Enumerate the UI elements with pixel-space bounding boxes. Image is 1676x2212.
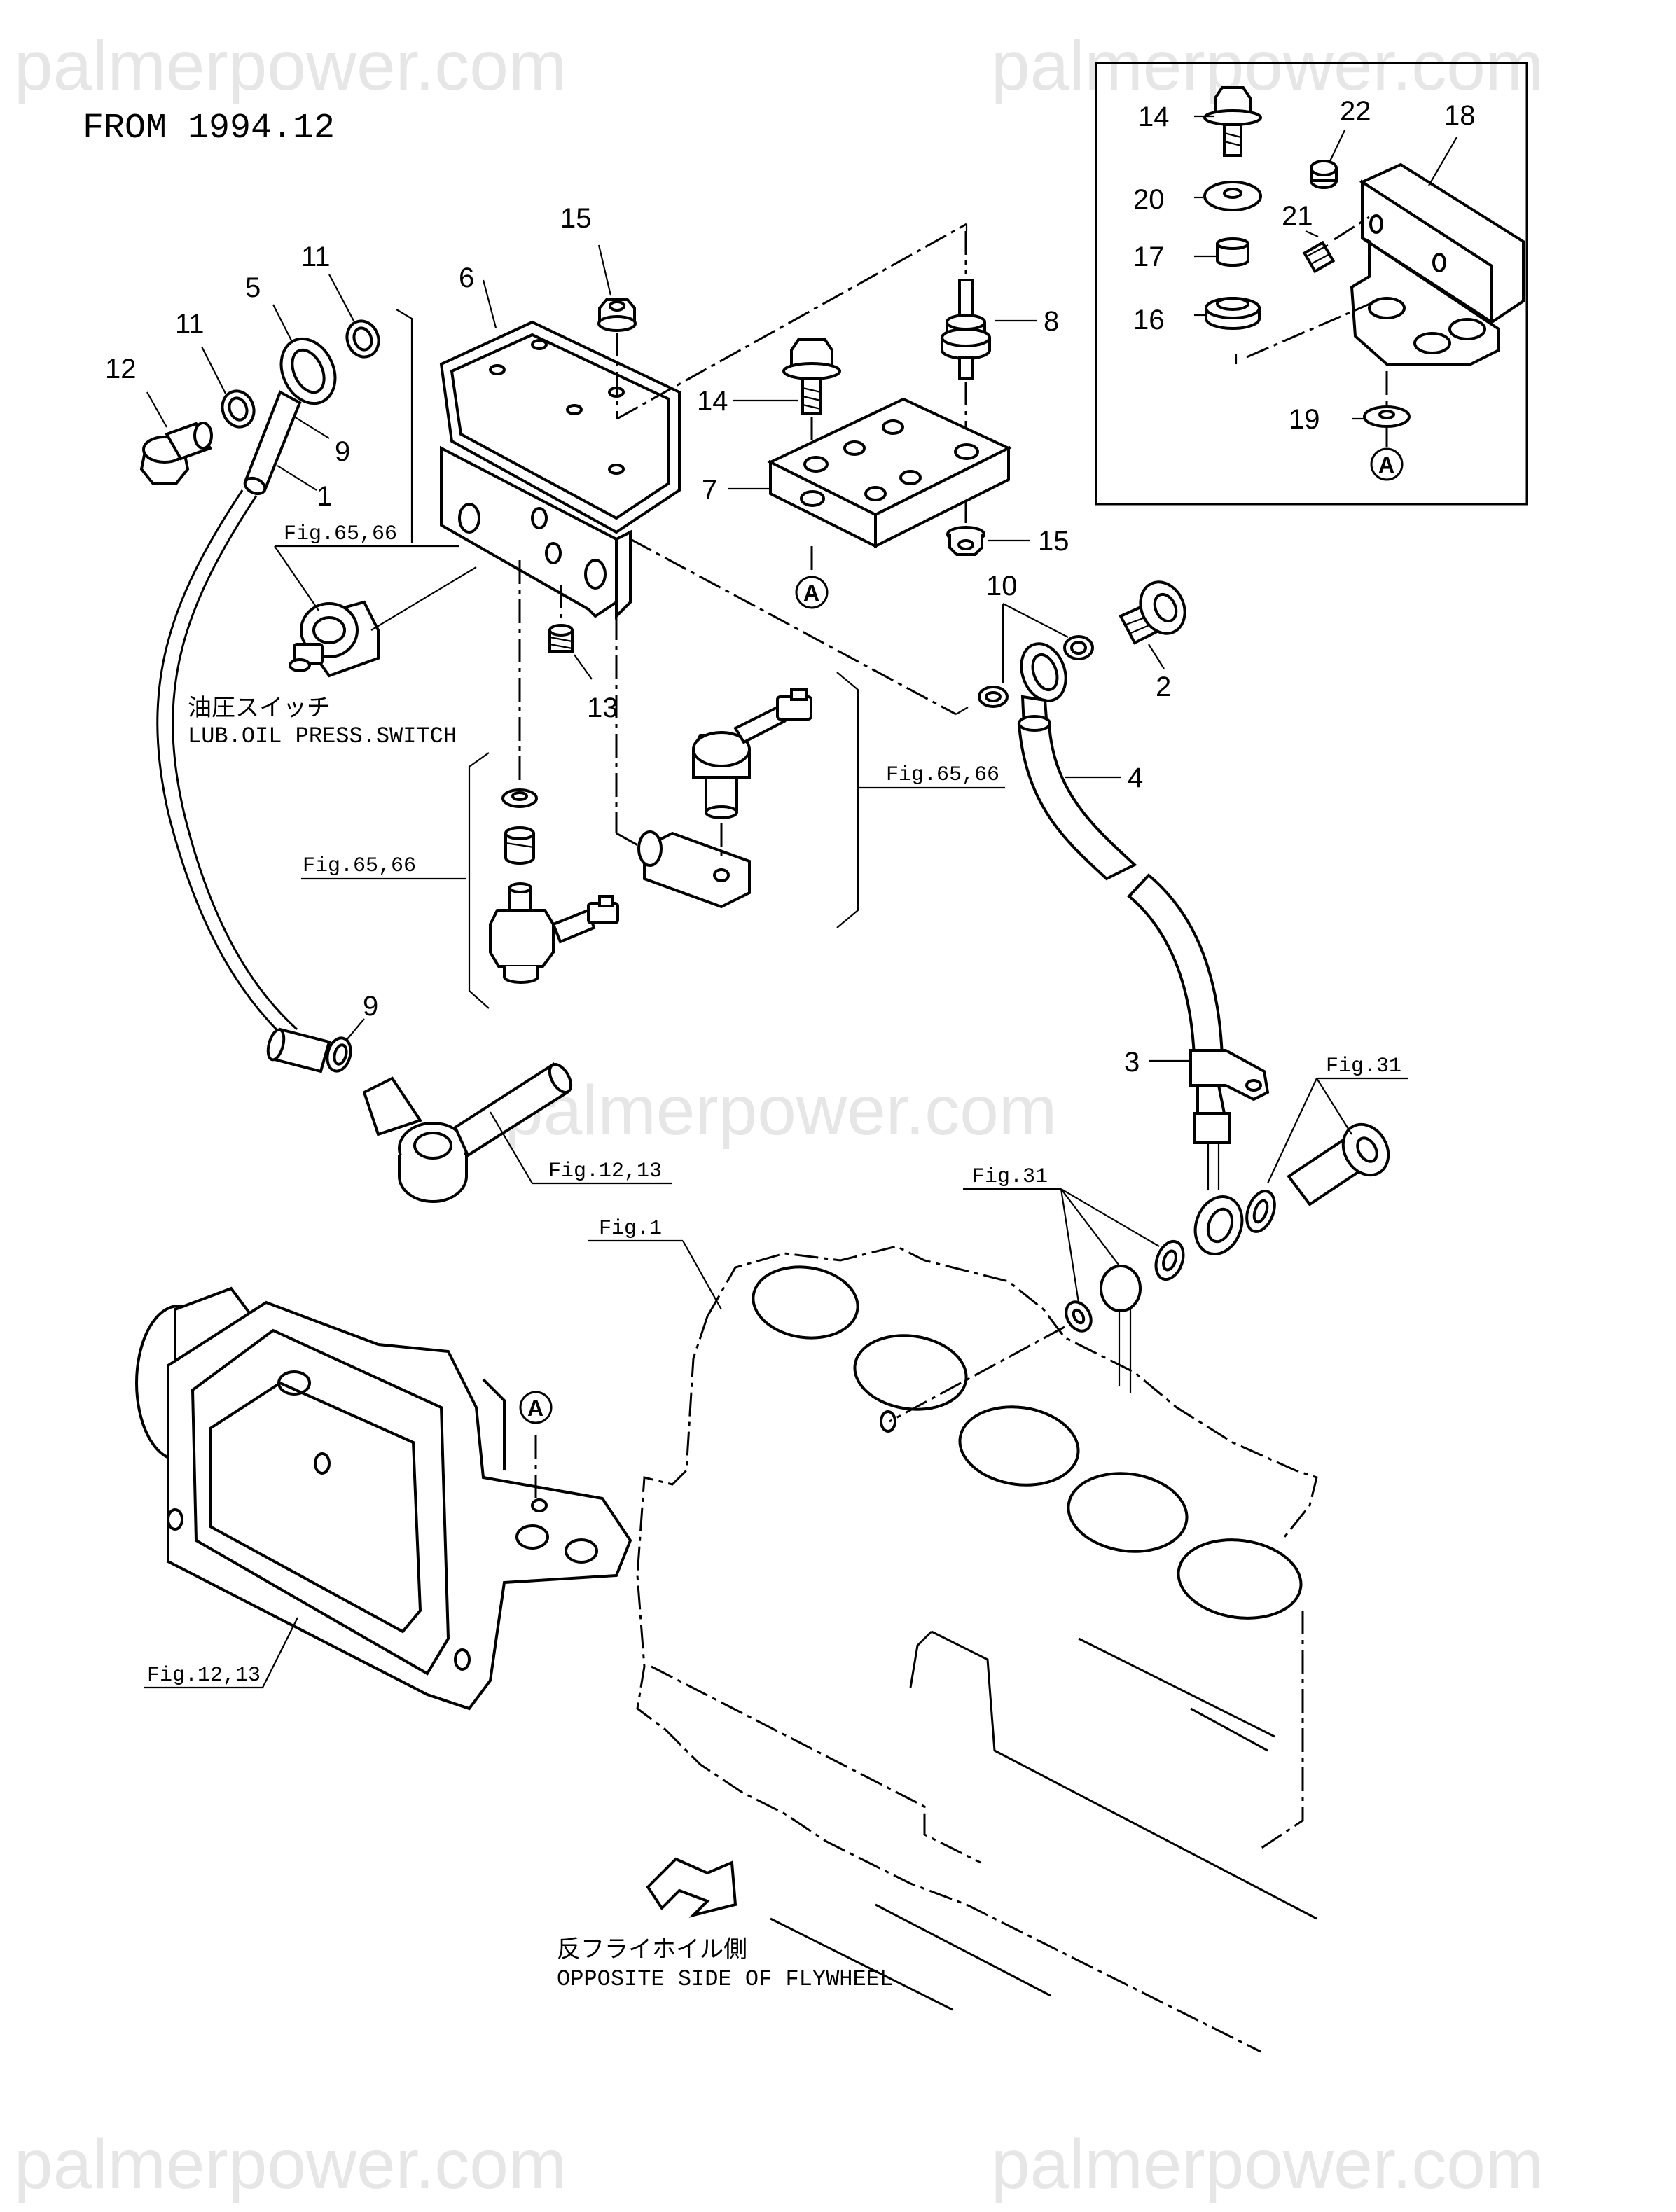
detail-inset: 14 20 17 16 22 (1095, 62, 1528, 506)
washer-fig31-right (1245, 1190, 1276, 1233)
figref-31-left: Fig.31 (972, 1165, 1048, 1189)
sensor-adapter (504, 826, 535, 865)
sleeve-9-lower (266, 1027, 352, 1073)
callout-5: 5 (245, 272, 261, 303)
eye-joint-lower (362, 1062, 573, 1203)
callout-11-left: 11 (175, 309, 205, 340)
callout-6: 6 (459, 263, 474, 293)
figref-12-13-lower: Fig.12,13 (147, 1664, 261, 1688)
inset-frame (1095, 62, 1528, 506)
marker-a-plate (795, 576, 829, 609)
direction-arrow (646, 1857, 737, 1918)
callout-16: 16 (1133, 305, 1165, 335)
callout-14-main: 14 (697, 386, 728, 417)
washer-10-lower (978, 686, 1009, 708)
callout-4: 4 (1128, 763, 1143, 793)
figref-65-66-switch: Fig.65,66 (284, 522, 397, 546)
callout-22: 22 (1340, 96, 1371, 127)
washer-10-upper (1063, 635, 1094, 660)
flywheel-caption-jp: 反フライホイル側 (557, 1935, 747, 1963)
callout-8: 8 (1044, 306, 1059, 337)
callout-3: 3 (1124, 1047, 1140, 1078)
temperature-sender (489, 882, 619, 984)
page-title: FROM 1994.12 (83, 109, 335, 148)
inset-collar-17 (1216, 237, 1249, 267)
callout-1: 1 (317, 481, 332, 512)
marker-a-manifold (519, 1391, 553, 1424)
callout-13: 13 (587, 693, 618, 723)
watermarks: palmerpower.com palmerpower.com palmerpo… (14, 27, 1544, 2204)
inset-grommet-16 (1205, 297, 1261, 330)
manifold-fig12-13 (135, 1286, 632, 1711)
inset-bolt-14 (1203, 86, 1262, 157)
watermark-center: palmerpower.com (504, 1071, 1057, 1150)
marker-a-plate-label: A (803, 580, 819, 606)
callout-11-right: 11 (301, 242, 331, 272)
callout-15-lower: 15 (1038, 526, 1069, 557)
figref-1: Fig.1 (599, 1217, 662, 1241)
eye-joint-5 (243, 337, 337, 496)
hose-clamp-3 (1189, 1049, 1270, 1122)
engine-block-fig1 (636, 1245, 1318, 2053)
callout-18: 18 (1444, 100, 1476, 131)
switch-caption-en: LUB.OIL PRESS.SWITCH (188, 723, 457, 749)
oil-jet-fig31 (1100, 1265, 1142, 1393)
nut-15-top (597, 298, 637, 332)
washer-11-left (221, 389, 256, 429)
nut-15-lower (946, 526, 985, 556)
callout-21: 21 (1282, 201, 1313, 232)
eye-joint-hose-bottom (1193, 1112, 1244, 1255)
washer-11-right (345, 319, 380, 359)
switch-caption-jp: 油圧スイッチ (188, 694, 331, 722)
callout-7: 7 (702, 475, 717, 506)
watermark-top-right: palmerpower.com (991, 27, 1544, 105)
plug-13 (548, 624, 574, 653)
inset-bracket-18 (1350, 162, 1525, 366)
callout-14-inset: 14 (1138, 102, 1170, 132)
union-bolt-fig31 (1287, 1122, 1390, 1206)
callout-10: 10 (986, 571, 1018, 601)
marker-a-inset (1370, 447, 1404, 481)
figref-12-13-upper: Fig.12,13 (548, 1160, 662, 1183)
callout-15-top: 15 (560, 203, 592, 234)
figref-65-66-right: Fig.65,66 (886, 763, 999, 787)
washer-fig31-engine (1065, 1300, 1093, 1333)
washer-fig31-lower (1154, 1239, 1185, 1281)
flywheel-caption-en: OPPOSITE SIDE OF FLYWHEEL (557, 1966, 893, 1992)
callout-19: 19 (1289, 404, 1320, 435)
pressure-sender (637, 688, 812, 909)
inset-plug-22 (1310, 160, 1338, 189)
flexible-hose-4 (1017, 723, 1137, 881)
stud-8 (941, 279, 991, 380)
callout-9-bottom: 9 (363, 991, 378, 1022)
oil-pipe-1 (156, 489, 289, 1041)
watermark-top-left: palmerpower.com (14, 27, 567, 105)
callout-20: 20 (1133, 184, 1165, 215)
watermark-bottom-right: palmerpower.com (991, 2125, 1544, 2204)
union-bolt-12 (139, 422, 213, 485)
callout-17: 17 (1133, 242, 1165, 272)
marker-a-inset-label: A (1378, 452, 1394, 478)
oil-filter-head-6 (439, 320, 681, 620)
oil-pressure-switch (289, 600, 380, 678)
marker-a-manifold-label: A (527, 1396, 543, 1421)
callout-2: 2 (1156, 672, 1171, 702)
union-bolt-2 (1119, 580, 1186, 645)
bolt-14 (782, 338, 841, 415)
inset-plug-21 (1302, 240, 1336, 274)
figref-65-66-left: Fig.65,66 (303, 854, 416, 878)
callout-12: 12 (105, 354, 137, 384)
figref-31-right: Fig.31 (1326, 1055, 1401, 1078)
watermark-bottom-left: palmerpower.com (14, 2125, 567, 2204)
callout-9-top: 9 (335, 436, 350, 467)
mounting-plate-7 (767, 397, 1012, 549)
